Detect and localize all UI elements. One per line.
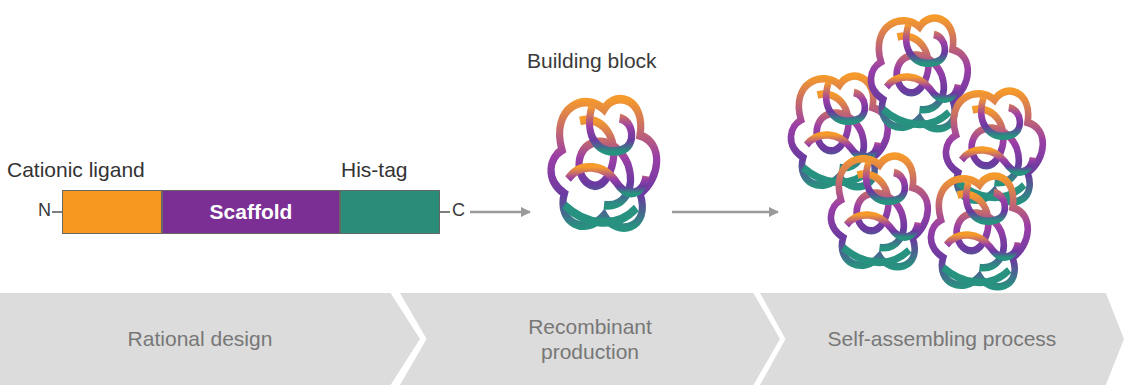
component-label: Building block (527, 48, 657, 73)
step-label: Rational design (75, 326, 325, 351)
segment-label: Scaffold (210, 199, 293, 224)
terminal-label: N (38, 200, 51, 222)
step-chevron: Self-assembling process (760, 293, 1124, 385)
step-chevron: Rational design (0, 293, 420, 385)
process-arrow (470, 211, 530, 214)
process-arrow (672, 211, 778, 214)
domain-segment: Cationic ligand (62, 190, 162, 234)
terminal-label: C (452, 200, 465, 222)
step-chevron: Recombinant production (400, 293, 780, 385)
domain-segment: Scaffold (162, 190, 340, 234)
terminal-line (52, 211, 62, 213)
domain-segment: His-tag (340, 190, 440, 234)
step-label: Recombinant production (495, 314, 685, 364)
segment-heading: Cationic ligand (7, 157, 145, 182)
assembly (791, 18, 1043, 287)
chevron-shape (400, 293, 780, 385)
building-block (551, 99, 657, 227)
terminal-line (440, 211, 450, 213)
step-label: Self-assembling process (817, 326, 1067, 351)
segment-heading: His-tag (341, 157, 408, 182)
